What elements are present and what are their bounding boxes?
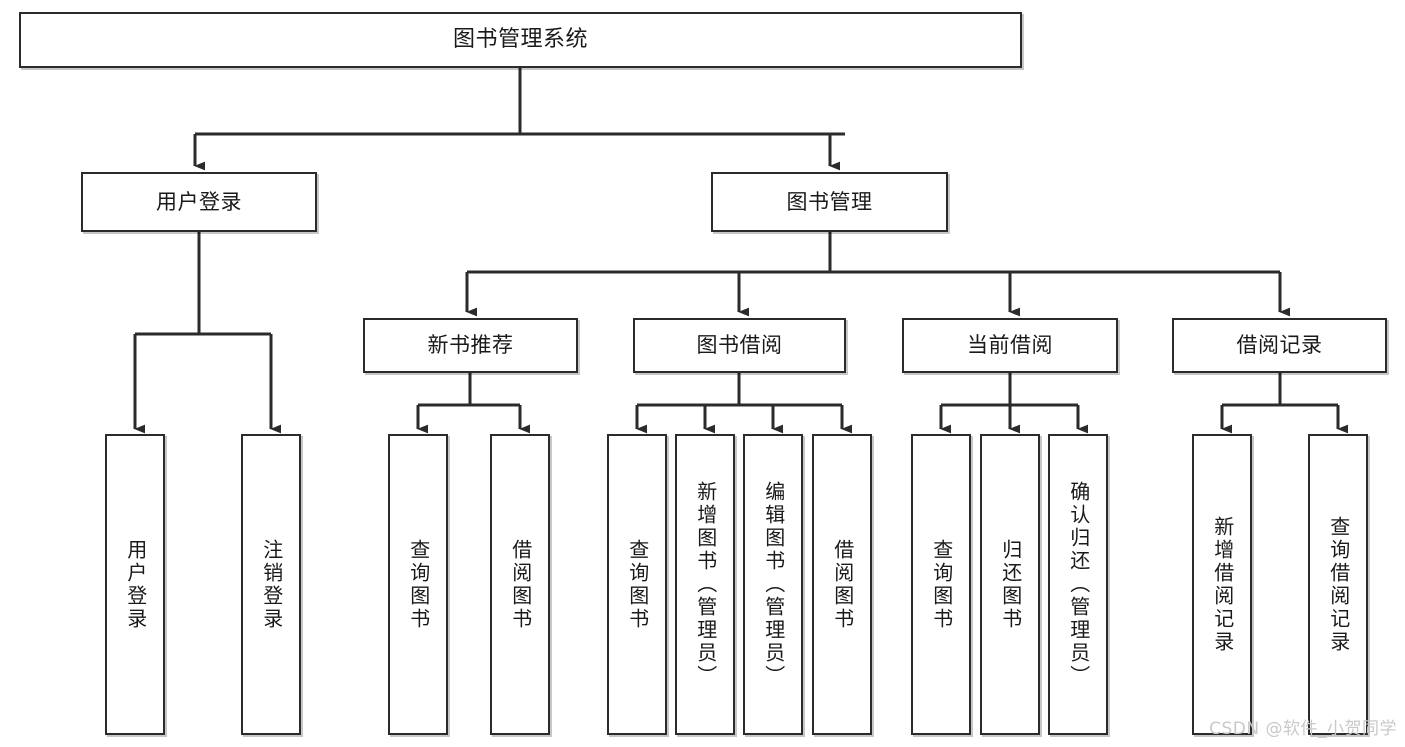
node-label: 查询借阅记录 — [1326, 515, 1351, 654]
leaf-user-login[interactable]: 用户登录 — [105, 434, 165, 735]
node-new-book-recommend[interactable]: 新书推荐 — [363, 318, 578, 373]
leaf-return-book[interactable]: 归还图书 — [980, 434, 1040, 735]
node-label: 查询图书 — [406, 538, 431, 631]
node-current-borrow[interactable]: 当前借阅 — [902, 318, 1118, 373]
leaf-query-borrow-record[interactable]: 查询借阅记录 — [1308, 434, 1368, 735]
edges-root-to-level2 — [193, 68, 845, 171]
leaf-add-borrow-record[interactable]: 新增借阅记录 — [1192, 434, 1252, 735]
leaf-query-book-recommend[interactable]: 查询图书 — [388, 434, 448, 735]
edges-borrow-record-to-leaves — [1220, 373, 1349, 434]
node-label: 借阅图书 — [830, 538, 855, 631]
edges-new-book-recommend-to-leaves — [416, 373, 531, 434]
node-label: 当前借阅 — [967, 333, 1053, 358]
leaf-borrow-book[interactable]: 借阅图书 — [812, 434, 872, 735]
edges-user-login-to-leaves — [133, 232, 282, 434]
node-label: 查询图书 — [929, 538, 954, 631]
node-label: 图书管理 — [786, 189, 873, 214]
leaf-borrow-book-recommend[interactable]: 借阅图书 — [490, 434, 550, 735]
edges-book-manage-to-level3 — [465, 232, 1291, 317]
node-label: 用户登录 — [156, 189, 242, 214]
node-label: 确认归还（管理员） — [1066, 481, 1091, 688]
node-book-borrow[interactable]: 图书借阅 — [633, 318, 846, 373]
node-label: 借阅图书 — [508, 538, 533, 631]
leaf-edit-book-admin[interactable]: 编辑图书（管理员） — [743, 434, 803, 735]
edges-book-borrow-to-leaves — [635, 373, 853, 434]
node-label: 新书推荐 — [427, 333, 514, 358]
node-label: 图书借阅 — [696, 333, 783, 358]
node-label: 查询图书 — [625, 538, 650, 631]
leaf-confirm-return-admin[interactable]: 确认归还（管理员） — [1048, 434, 1108, 735]
node-label: 归还图书 — [998, 538, 1023, 631]
node-borrow-record[interactable]: 借阅记录 — [1172, 318, 1387, 373]
edges-current-borrow-to-leaves — [939, 373, 1089, 434]
node-label: 借阅记录 — [1236, 333, 1323, 358]
node-user-login[interactable]: 用户登录 — [81, 172, 317, 232]
node-label: 图书管理系统 — [452, 27, 588, 53]
leaf-query-book-borrow[interactable]: 查询图书 — [607, 434, 667, 735]
node-label: 新增借阅记录 — [1210, 515, 1235, 654]
node-book-manage[interactable]: 图书管理 — [711, 172, 948, 232]
node-label: 新增图书（管理员） — [693, 481, 718, 688]
node-label: 用户登录 — [123, 538, 148, 631]
leaf-add-book-admin[interactable]: 新增图书（管理员） — [675, 434, 735, 735]
leaf-user-logout[interactable]: 注销登录 — [241, 434, 301, 735]
node-root-book-management-system[interactable]: 图书管理系统 — [19, 12, 1022, 68]
node-label: 注销登录 — [259, 538, 284, 631]
node-label: 编辑图书（管理员） — [761, 481, 786, 688]
leaf-query-book-current[interactable]: 查询图书 — [911, 434, 971, 735]
